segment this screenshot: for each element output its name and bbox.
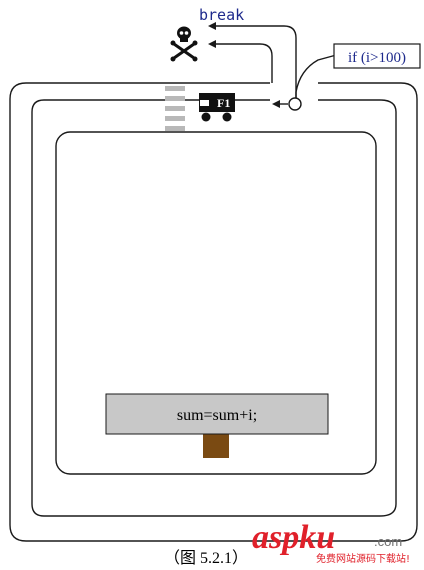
break-label: break (199, 6, 244, 24)
statement-label: sum=sum+i; (177, 407, 257, 424)
loop-body-box (55, 131, 377, 475)
watermark-logo: aspku .com 免费网站源码下载站! (252, 519, 410, 565)
condition-box: if (i>100) (333, 43, 421, 69)
condition-label: if (i>100) (348, 50, 406, 66)
statement-box (105, 393, 329, 435)
skull-crossbones-icon (170, 26, 198, 62)
watermark-suffix: .com (374, 534, 402, 549)
start-line (165, 86, 185, 131)
car-label: F1 (217, 96, 230, 110)
junction-icon (272, 97, 302, 111)
arrow-left-icon (208, 22, 216, 48)
watermark-tagline: 免费网站源码下载站! (316, 552, 410, 565)
outer-track (9, 82, 418, 542)
car-icon: F1 (199, 93, 235, 122)
figure-caption: （图 5.2.1） (164, 549, 248, 567)
statement-post (203, 434, 229, 458)
watermark-brand: aspku (252, 519, 335, 556)
break-branch (214, 25, 341, 104)
